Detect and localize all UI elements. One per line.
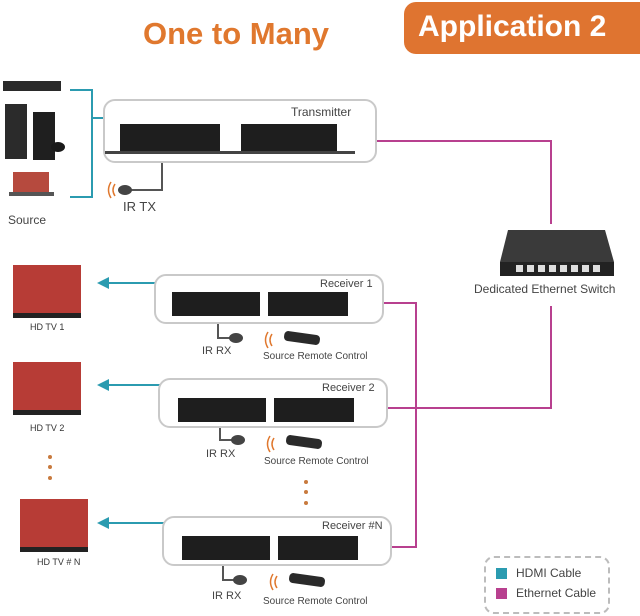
rx2-remote-wave-icon xyxy=(266,435,275,453)
tv-2-label: HD TV 2 xyxy=(30,423,65,433)
receiver-1-ethernet-unit xyxy=(268,292,348,316)
legend-ethernet-swatch xyxy=(496,588,507,599)
ir-rxn-head xyxy=(233,575,247,585)
tv-1-label: HD TV 1 xyxy=(30,322,65,332)
application-badge-label: Application 2 xyxy=(418,10,607,43)
receiver-n-remote-label: Source Remote Control xyxy=(263,596,368,607)
ir-tx-head xyxy=(118,185,132,195)
receiver-1-remote-label: Source Remote Control xyxy=(263,351,368,362)
switch-label: Dedicated Ethernet Switch xyxy=(474,282,616,296)
tv2-stand-icon xyxy=(13,410,81,415)
transmitter-foot xyxy=(105,151,355,154)
receiver-2-ir-label: IR RX xyxy=(206,448,236,460)
receiver-1-main-unit xyxy=(172,292,260,316)
receiver-n-box: Receiver #N xyxy=(162,516,392,566)
remote-icon-n xyxy=(288,573,326,587)
receiver-1-label: Receiver 1 xyxy=(320,278,373,290)
tvn-stand-icon xyxy=(20,547,88,552)
remote-icon-2 xyxy=(285,435,323,449)
receiver-2-remote-label: Source Remote Control xyxy=(264,456,369,467)
console-slim-icon xyxy=(33,112,55,160)
legend-hdmi-swatch xyxy=(496,568,507,579)
tvn-arrow xyxy=(97,517,109,529)
receiver-n-label: Receiver #N xyxy=(322,520,383,532)
ir-rx1-head xyxy=(229,333,243,343)
receiver-2-box: Receiver 2 xyxy=(158,378,388,428)
source-devices xyxy=(3,81,65,196)
tv-icons xyxy=(13,265,88,552)
tv2-arrow xyxy=(97,379,109,391)
remote-icon-1 xyxy=(283,331,321,345)
ir-tx-label: IR TX xyxy=(123,199,156,214)
receiver-2-label: Receiver 2 xyxy=(322,382,375,394)
legend: HDMI Cable Ethernet Cable xyxy=(484,556,610,614)
tv-n-label: HD TV # N xyxy=(37,557,81,567)
receiver-n-ir-label: IR RX xyxy=(212,590,242,602)
receiver-1-ir-label: IR RX xyxy=(202,345,232,357)
transmitter-label: Transmitter xyxy=(291,105,352,119)
receiver-1-box: Receiver 1 xyxy=(154,274,384,324)
ir-heads xyxy=(118,185,247,585)
source-label: Source xyxy=(8,213,47,227)
ethernet-switch-to-rx2 xyxy=(312,306,552,409)
tv1-stand-icon xyxy=(13,313,81,318)
application-badge: Application 2 xyxy=(404,2,640,54)
tv1-arrow xyxy=(97,277,109,289)
transmitter-box: Transmitter xyxy=(103,99,377,163)
ir-tx-wire xyxy=(128,150,163,191)
ethernet-switch-icon xyxy=(500,230,614,276)
tv2-screen-icon xyxy=(13,362,81,410)
transmitter-ethernet-unit xyxy=(241,124,337,154)
remote-icons xyxy=(283,331,326,587)
receiver-2-ethernet-unit xyxy=(274,398,354,422)
console-tall-icon xyxy=(5,104,27,159)
receiver-n-ethernet-unit xyxy=(278,536,358,560)
rx1-remote-wave-icon xyxy=(264,331,273,349)
ir-rx2-head xyxy=(231,435,245,445)
hdmi-source-bracket xyxy=(70,89,93,198)
legend-ethernet-label: Ethernet Cable xyxy=(516,586,597,600)
laptop-screen-icon xyxy=(13,172,49,192)
tvn-screen-icon xyxy=(20,499,88,547)
ir-wave-icons xyxy=(107,181,278,591)
ir-tx-wave-icon xyxy=(107,181,116,199)
diagram-title: One to Many xyxy=(143,16,330,51)
transmitter-main-unit xyxy=(120,124,220,154)
ethernet-cables xyxy=(280,140,552,548)
legend-hdmi-label: HDMI Cable xyxy=(516,566,582,580)
laptop-base-icon xyxy=(9,192,54,196)
ellipsis-dots xyxy=(48,455,308,505)
receiver-n-main-unit xyxy=(182,536,270,560)
receiver-2-main-unit xyxy=(178,398,266,422)
tv1-screen-icon xyxy=(13,265,81,313)
bluray-player-icon xyxy=(3,81,61,91)
rxn-remote-wave-icon xyxy=(269,573,278,591)
controller-icon xyxy=(51,142,65,152)
